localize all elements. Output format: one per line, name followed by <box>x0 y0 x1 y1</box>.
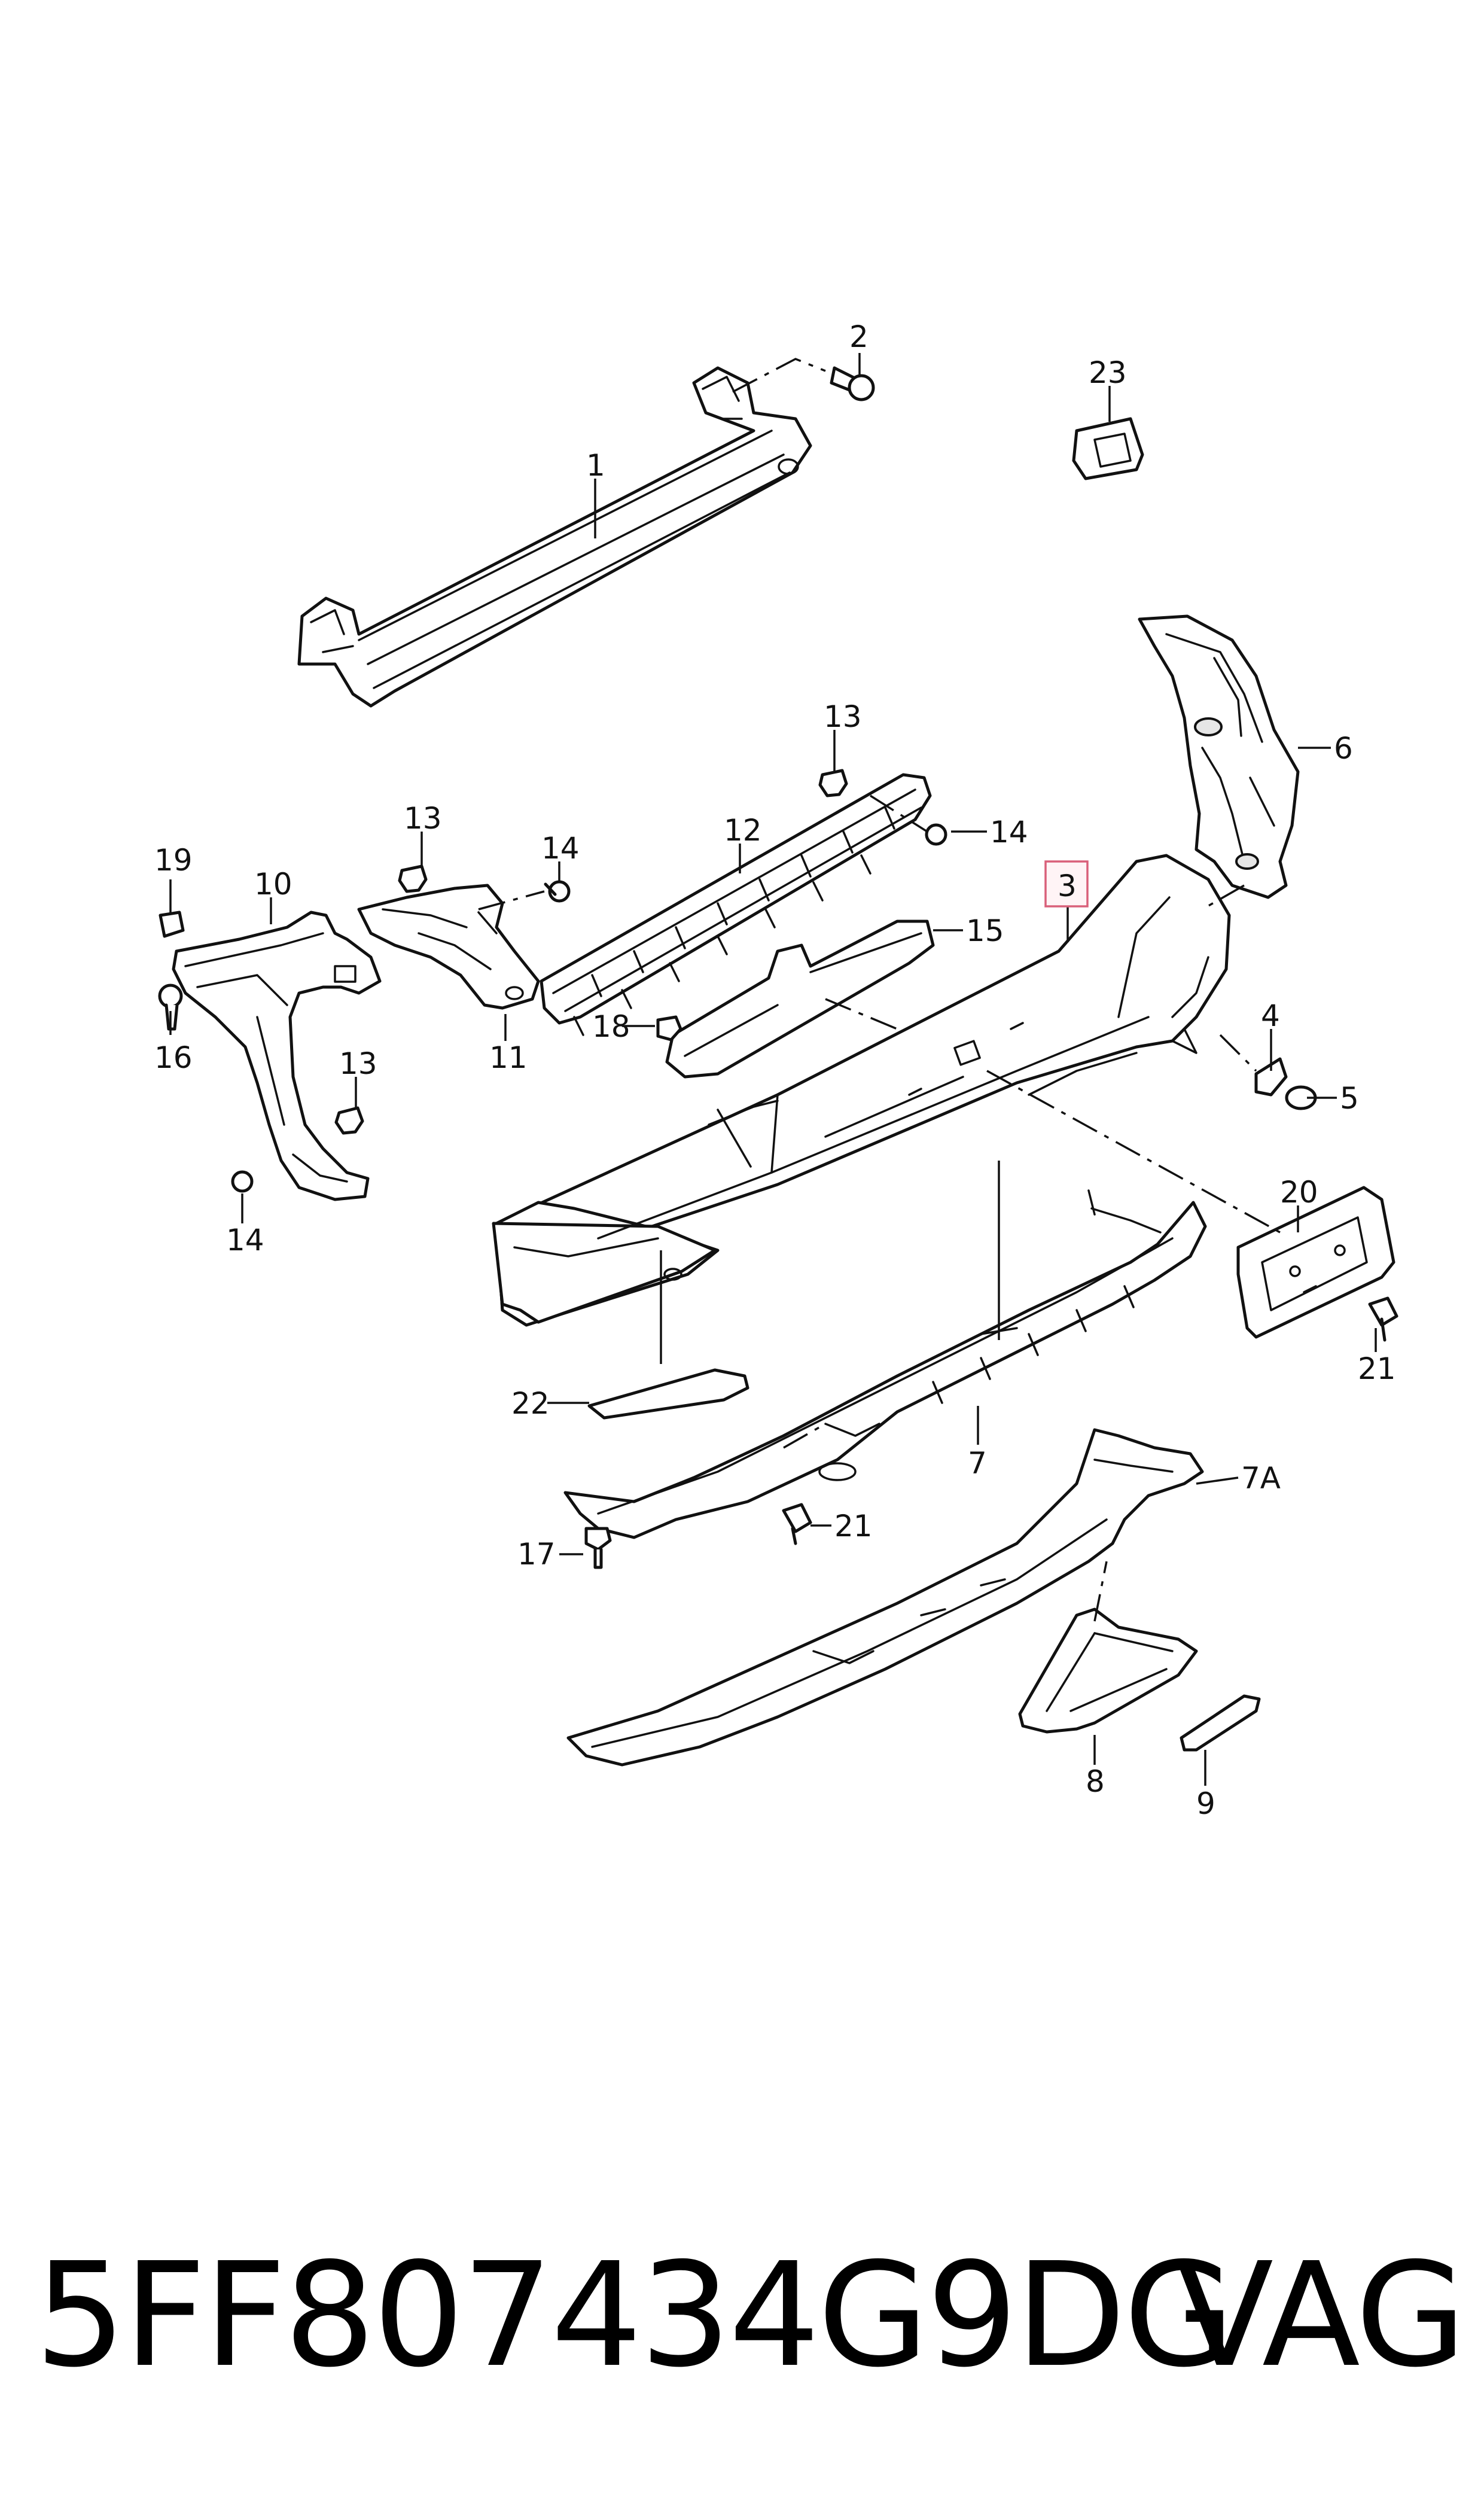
leader-lines <box>169 353 1377 1786</box>
callout-14-right: 14 <box>990 815 1028 850</box>
callout-4: 4 <box>1261 998 1280 1033</box>
part-21-screw-a <box>1368 1296 1398 1342</box>
callout-3-highlight <box>1044 860 1089 908</box>
callout-13-mid: 13 <box>404 801 442 836</box>
assembly-lines <box>478 794 1281 1622</box>
part-18-clip <box>656 1015 682 1042</box>
part-13-clip-b <box>818 769 848 797</box>
part-17-screw <box>584 1527 612 1569</box>
callout-7: 7 <box>968 1446 987 1481</box>
part-15-guide <box>665 919 935 1079</box>
part-16-screw <box>158 984 183 1031</box>
part-3-bumper-cover <box>492 854 1231 1327</box>
callout-12: 12 <box>724 813 762 848</box>
part-13-clip-a <box>398 864 428 893</box>
callout-14-low: 14 <box>226 1223 264 1258</box>
callout-20: 20 <box>1280 1175 1318 1210</box>
part-7-lower-diffuser <box>563 1189 1207 1539</box>
part-21-screw-b <box>782 1503 812 1545</box>
callout-9: 9 <box>1196 1786 1215 1821</box>
callout-3: 3 <box>1058 869 1077 903</box>
part-11-side-bracket <box>357 884 540 1010</box>
part-14-screw-b <box>925 823 947 846</box>
part-23-cap <box>1072 417 1144 480</box>
part-13-clip-c <box>334 1106 364 1135</box>
callout-21-right: 21 <box>1358 1351 1396 1386</box>
part-7a-lower-diffuser-alt <box>566 1428 1204 1767</box>
part-2-bolt <box>732 358 875 401</box>
callout-16: 16 <box>154 1040 193 1075</box>
part-number-text: 5FF807434G9DG <box>35 2231 1235 2399</box>
callout-17: 17 <box>517 1537 556 1572</box>
callout-11: 11 <box>489 1040 528 1075</box>
part-6-side-liner <box>1138 614 1300 899</box>
part-8-side-panel <box>1018 1607 1198 1734</box>
callout-21-low: 21 <box>834 1509 873 1543</box>
callout-labels: 2 1 23 6 3 13 14 12 15 14 13 19 10 16 11… <box>154 319 1396 1821</box>
callout-13-low: 13 <box>339 1046 377 1081</box>
footer-caption: 5FF807434G9DG VAG <box>0 2225 1484 2405</box>
callout-7a: 7A <box>1241 1461 1281 1496</box>
callout-19: 19 <box>154 843 193 878</box>
part-14-screw-a <box>544 880 571 903</box>
callout-8: 8 <box>1086 1764 1105 1799</box>
part-10-side-guide <box>172 911 382 1201</box>
part-9-small-strip <box>1180 1694 1261 1752</box>
callout-5: 5 <box>1340 1081 1359 1116</box>
callout-13-top: 13 <box>824 699 862 734</box>
callout-2: 2 <box>849 319 869 354</box>
parts-diagram: 2 1 23 6 3 13 14 12 15 14 13 19 10 16 11… <box>154 319 1398 1821</box>
callout-18: 18 <box>592 1009 630 1044</box>
part-22-trim-strip <box>587 1368 749 1420</box>
part-14-screw-c <box>231 1170 254 1193</box>
part-4-bracket <box>1254 1057 1288 1097</box>
part-19-nut <box>159 911 185 938</box>
part-20-license-plate-mount <box>1236 1186 1395 1339</box>
callout-15: 15 <box>966 914 1004 948</box>
part-1-reinforcement-beam <box>297 366 812 708</box>
callout-22: 22 <box>511 1386 550 1421</box>
brand-text: VAG <box>1175 2231 1467 2399</box>
callout-14-mid: 14 <box>541 831 580 866</box>
part-12-absorber-strip <box>540 773 932 1036</box>
callout-10: 10 <box>254 867 292 902</box>
callout-6: 6 <box>1334 731 1353 766</box>
callout-23: 23 <box>1089 355 1127 390</box>
callout-1: 1 <box>586 448 605 483</box>
